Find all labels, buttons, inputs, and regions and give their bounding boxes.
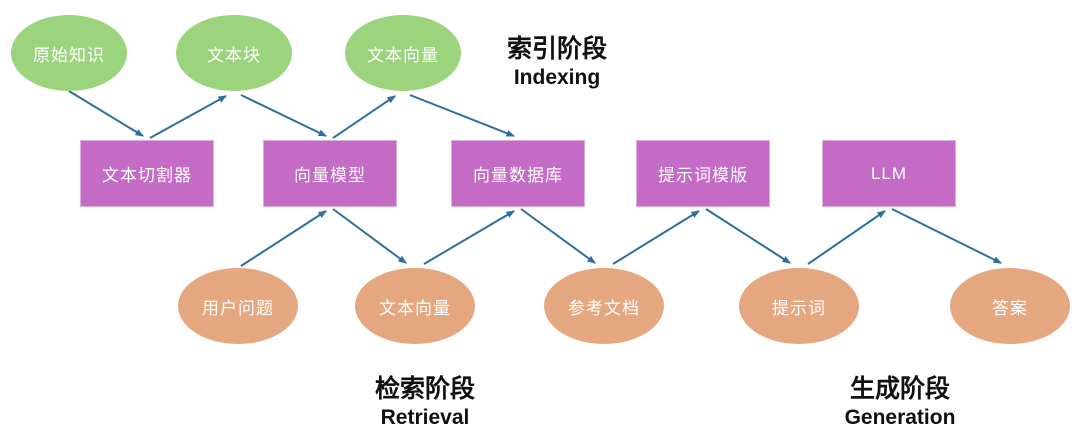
stage-retrieval-zh: 检索阶段 bbox=[374, 375, 475, 403]
node-vector-database: 向量数据库 bbox=[451, 140, 585, 207]
stage-label-retrieval: 检索阶段 Retrieval bbox=[325, 374, 525, 432]
node-text-vector-index: 文本向量 bbox=[345, 15, 461, 91]
edge-reference-docs-to-prompt-template bbox=[612, 210, 700, 265]
stage-label-generation: 生成阶段 Generation bbox=[800, 374, 1000, 432]
stage-indexing-zh: 索引阶段 bbox=[506, 35, 607, 63]
edge-llm-to-answer bbox=[891, 208, 1002, 264]
node-user-question: 用户问题 bbox=[178, 268, 298, 344]
node-text-splitter: 文本切割器 bbox=[80, 140, 214, 207]
stage-generation-zh: 生成阶段 bbox=[849, 375, 950, 403]
edge-text-vector-query-to-vector-database bbox=[423, 210, 515, 265]
node-llm: LLM bbox=[822, 140, 956, 207]
node-reference-docs: 参考文档 bbox=[544, 268, 664, 344]
node-text-chunk: 文本块 bbox=[176, 15, 292, 91]
stage-generation-en: Generation bbox=[844, 406, 956, 429]
edge-prompt-template-to-prompt bbox=[705, 208, 791, 264]
node-prompt-template: 提示词模版 bbox=[636, 140, 770, 207]
edge-user-question-to-embedding-model bbox=[240, 210, 327, 267]
node-answer: 答案 bbox=[950, 268, 1070, 344]
edge-embedding-model-to-text-vector-query bbox=[332, 208, 407, 264]
edge-text-vector-index-to-vector-database bbox=[409, 94, 515, 137]
node-prompt: 提示词 bbox=[739, 268, 859, 344]
node-text-vector-query: 文本向量 bbox=[355, 268, 475, 344]
edge-vector-database-to-reference-docs bbox=[520, 208, 596, 264]
edge-embedding-model-to-text-vector-index bbox=[332, 95, 396, 139]
stage-label-indexing: 索引阶段 Indexing bbox=[457, 34, 657, 92]
edge-raw-knowledge-to-text-splitter bbox=[68, 90, 144, 137]
node-embedding-model: 向量模型 bbox=[263, 140, 397, 207]
edge-text-splitter-to-text-chunk bbox=[149, 95, 227, 139]
stage-retrieval-en: Retrieval bbox=[380, 406, 470, 429]
stage-indexing-en: Indexing bbox=[513, 66, 601, 89]
node-raw-knowledge: 原始知识 bbox=[11, 15, 127, 91]
edge-prompt-to-llm bbox=[807, 210, 886, 265]
edge-text-chunk-to-embedding-model bbox=[240, 94, 327, 137]
